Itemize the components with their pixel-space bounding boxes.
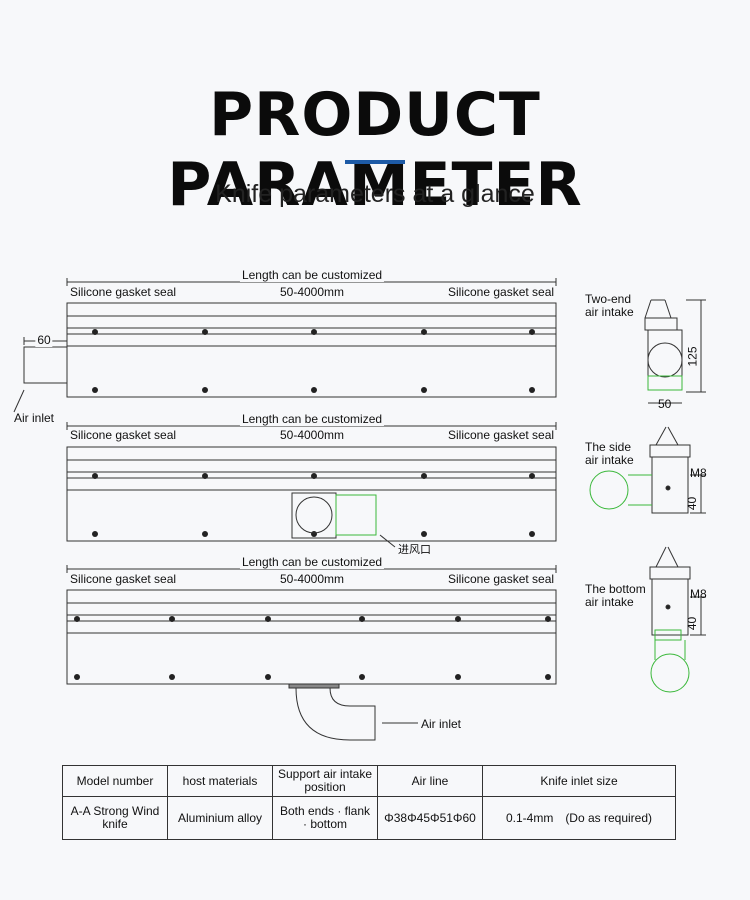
table-row: A-A Strong Wind knife Aluminium alloy Bo… <box>62 796 676 840</box>
seal-left-1: Silicone gasket seal <box>70 285 177 299</box>
dim-thread-2: M8 <box>690 466 707 480</box>
table-cell: 0.1-4mm (Do as required) <box>482 796 676 840</box>
knife-body-2 <box>66 422 557 548</box>
inlet-label-3: Air inlet <box>421 717 462 731</box>
seal-right-1: Silicone gasket seal <box>448 285 555 299</box>
table-header-cell: Model number <box>62 765 168 797</box>
length-note-1: Length can be customized <box>239 268 385 282</box>
table-header-cell: host materials <box>167 765 273 797</box>
seal-right-2: Silicone gasket seal <box>448 428 555 442</box>
length-value-1: 50-4000mm <box>279 285 345 299</box>
table-cell: Aluminium alloy <box>167 796 273 840</box>
table-cell: A-A Strong Wind knife <box>62 796 168 840</box>
table-header-cell: Support air intake position <box>272 765 378 797</box>
spec-table: Model number host materials Support air … <box>62 765 676 840</box>
dim-height-3: 40 <box>685 616 700 631</box>
table-header-row: Model number host materials Support air … <box>62 765 676 797</box>
page-subtitle: Knife parameters at a glance <box>215 180 535 208</box>
side-section-2 <box>589 426 706 514</box>
side-label-1: Two-end air intake <box>585 292 634 319</box>
table-header-cell: Knife inlet size <box>482 765 676 797</box>
side-label-2: The side air intake <box>585 440 634 467</box>
knife-body-1 <box>13 278 557 413</box>
dim-height-1: 125 <box>685 346 700 367</box>
length-value-3: 50-4000mm <box>279 572 345 586</box>
length-note-2: Length can be customized <box>239 412 385 426</box>
inlet-label-1: Air inlet <box>14 411 55 425</box>
inlet-dim-1: 60 <box>35 333 53 347</box>
bottom-section-3 <box>649 546 706 693</box>
dim-width-1: 50 <box>658 397 672 411</box>
seal-left-2: Silicone gasket seal <box>70 428 177 442</box>
side-label-3: The bottom air intake <box>585 582 646 609</box>
dim-height-2: 40 <box>685 496 700 511</box>
knife-body-3 <box>66 565 557 741</box>
table-header-cell: Air line <box>377 765 483 797</box>
seal-left-3: Silicone gasket seal <box>70 572 177 586</box>
dim-thread-3: M8 <box>690 587 707 601</box>
length-note-3: Length can be customized <box>239 555 385 569</box>
length-value-2: 50-4000mm <box>279 428 345 442</box>
title-underline <box>345 160 405 164</box>
table-cell: Φ38Φ45Φ51Φ60 <box>377 796 483 840</box>
table-cell: Both ends · flank · bottom <box>272 796 378 840</box>
seal-right-3: Silicone gasket seal <box>448 572 555 586</box>
end-section-1 <box>644 299 706 404</box>
inlet-label-2: 进风口 <box>398 544 431 556</box>
